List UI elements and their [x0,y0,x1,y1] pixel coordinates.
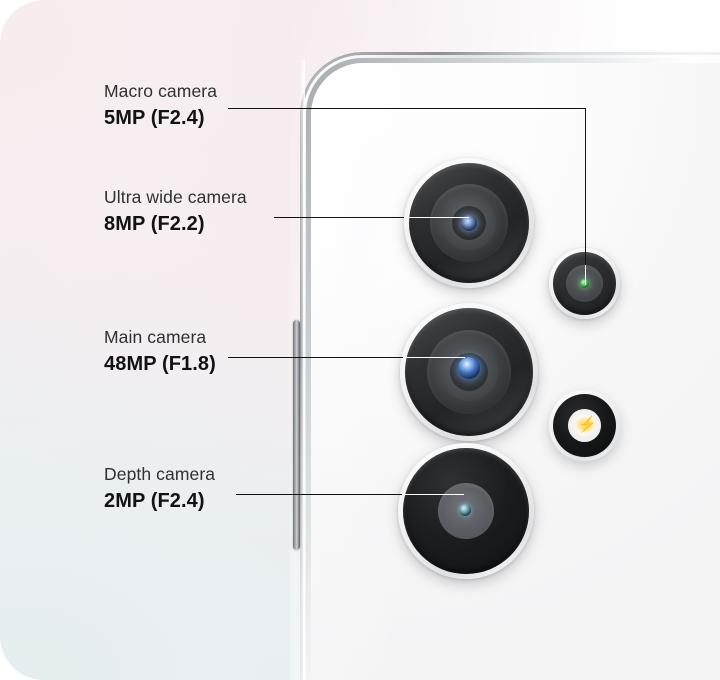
leader-line-macro-tip [585,265,587,285]
led-flash[interactable]: ⚡ [549,390,620,461]
leader-line-ultrawide-white [404,217,469,219]
depth-lens-pupil [459,504,471,516]
ultra-wide-lens-pupil [461,215,477,231]
callout-depth: Depth camera 2MP (F2.4) [104,464,215,514]
phone-side-edge-highlight [300,60,305,680]
main-lens-pupil [458,357,480,379]
callout-depth-title: Depth camera [104,464,216,484]
callout-main-spec: 48MP (F1.8) [104,352,216,375]
ultra-wide-lens[interactable] [404,158,534,288]
leader-line-main-white [403,357,465,359]
side-button[interactable] [293,320,300,550]
flash-bolt-icon: ⚡ [578,416,597,433]
callout-macro-title: Macro camera [104,81,218,101]
callout-ultra-wide-spec: 8MP (F2.2) [104,212,205,235]
leader-line-depth-white [402,494,464,496]
leader-line-macro-vertical [585,108,587,273]
callout-macro: Macro camera 5MP (F2.4) [104,81,217,131]
depth-lens[interactable] [398,443,534,579]
callout-macro-spec: 5MP (F2.4) [104,106,205,129]
callout-ultra-wide-title: Ultra wide camera [104,187,247,207]
callout-main-title: Main camera [104,327,207,347]
leader-line-macro-horizontal [228,108,586,110]
leader-line-ultrawide-dark [274,217,409,219]
leader-line-depth-dark [236,494,408,496]
callout-main: Main camera 48MP (F1.8) [104,327,216,377]
callout-ultra-wide: Ultra wide camera 8MP (F2.2) [104,187,247,237]
callout-depth-spec: 2MP (F2.4) [104,489,205,512]
main-lens[interactable] [400,303,538,441]
macro-lens[interactable] [549,248,620,319]
macro-lens-pupil [580,279,589,288]
leader-line-main-dark [228,357,408,359]
led-flash-glow [574,416,596,434]
